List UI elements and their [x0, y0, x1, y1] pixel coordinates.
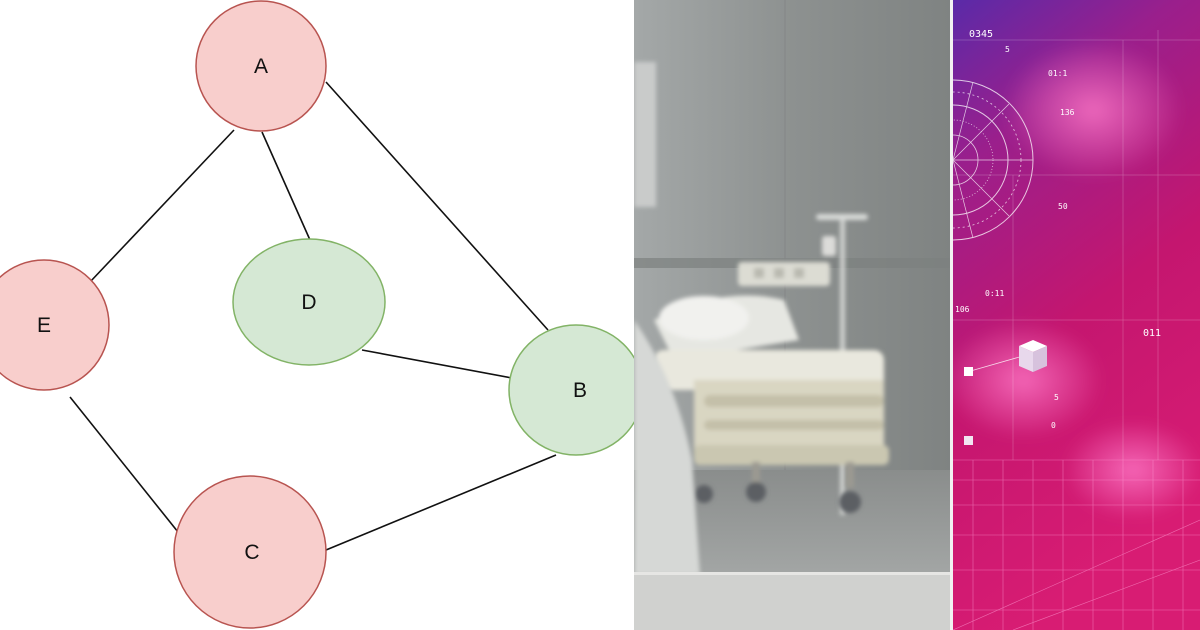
counter-foreground [634, 574, 950, 630]
edge-a-d [261, 131, 311, 241]
graph-diagram-panel: A E D B C [0, 0, 634, 630]
bed-headboard-panel [738, 262, 830, 286]
hud-label-2: 5 [1005, 45, 1010, 54]
hospital-room-photo [634, 0, 950, 630]
hud-labels: 0345 5 01:1 136 50 0:11 011 106 5 0 [955, 29, 1161, 430]
abstract-data-illustration: 0345 5 01:1 136 50 0:11 011 106 5 0 [953, 0, 1200, 630]
hud-label-5: 50 [1058, 202, 1068, 211]
hospital-room-illustration [634, 0, 950, 630]
cube-connector [966, 355, 1024, 373]
hud-grid-lines [953, 30, 1200, 460]
hospital-bed [654, 295, 889, 513]
node-c-label: C [244, 541, 259, 564]
hud-label-6: 0:11 [985, 289, 1004, 298]
hud-label-1: 0345 [969, 29, 993, 40]
edge-a-e [89, 129, 235, 283]
floating-cube-small [964, 367, 973, 376]
node-b: B [508, 324, 634, 456]
node-d: D [232, 238, 386, 366]
radar-dial [953, 79, 1034, 241]
hud-label-9: 5 [1054, 393, 1059, 402]
glow-cloud-top [1003, 40, 1183, 180]
node-a-label: A [254, 55, 268, 78]
hud-label-7: 011 [1143, 328, 1161, 339]
node-b-shape [508, 324, 634, 456]
abstract-data-art: 0345 5 01:1 136 50 0:11 011 106 5 0 [953, 0, 1200, 630]
hud-label-3: 01:1 [1048, 69, 1067, 78]
edge-a-b [325, 81, 549, 331]
node-e: E [0, 259, 110, 391]
node-e-shape [0, 259, 110, 391]
hud-label-8: 106 [955, 305, 970, 314]
node-a: A [195, 0, 327, 132]
node-d-label: D [301, 291, 316, 314]
node-e-label: E [37, 314, 51, 337]
wall-panel-seam [784, 0, 786, 470]
glow-cloud-mid [953, 320, 1103, 440]
node-c: C [173, 475, 327, 629]
window-frame [634, 62, 656, 207]
edge-c-b [325, 454, 557, 551]
hud-label-4: 136 [1060, 108, 1075, 117]
doctor-coat-foreground [634, 320, 700, 575]
node-b-label: B [573, 379, 587, 402]
floor-grid [953, 459, 1200, 630]
panel-divider [950, 0, 953, 630]
counter-edge [634, 572, 950, 575]
floating-cube-tiny [964, 436, 973, 445]
edge-d-b [361, 349, 513, 379]
node-d-shape [232, 238, 386, 366]
node-a-shape [195, 0, 327, 132]
graph-edges [69, 81, 557, 551]
graph-diagram: A E D B C [0, 0, 634, 629]
edge-e-c [69, 396, 183, 538]
floating-cube-large [1019, 340, 1047, 372]
graph-nodes: A E D B C [0, 0, 634, 629]
glow-cloud-low [1063, 420, 1200, 520]
hud-label-10: 0 [1051, 421, 1056, 430]
node-c-shape [173, 475, 327, 629]
